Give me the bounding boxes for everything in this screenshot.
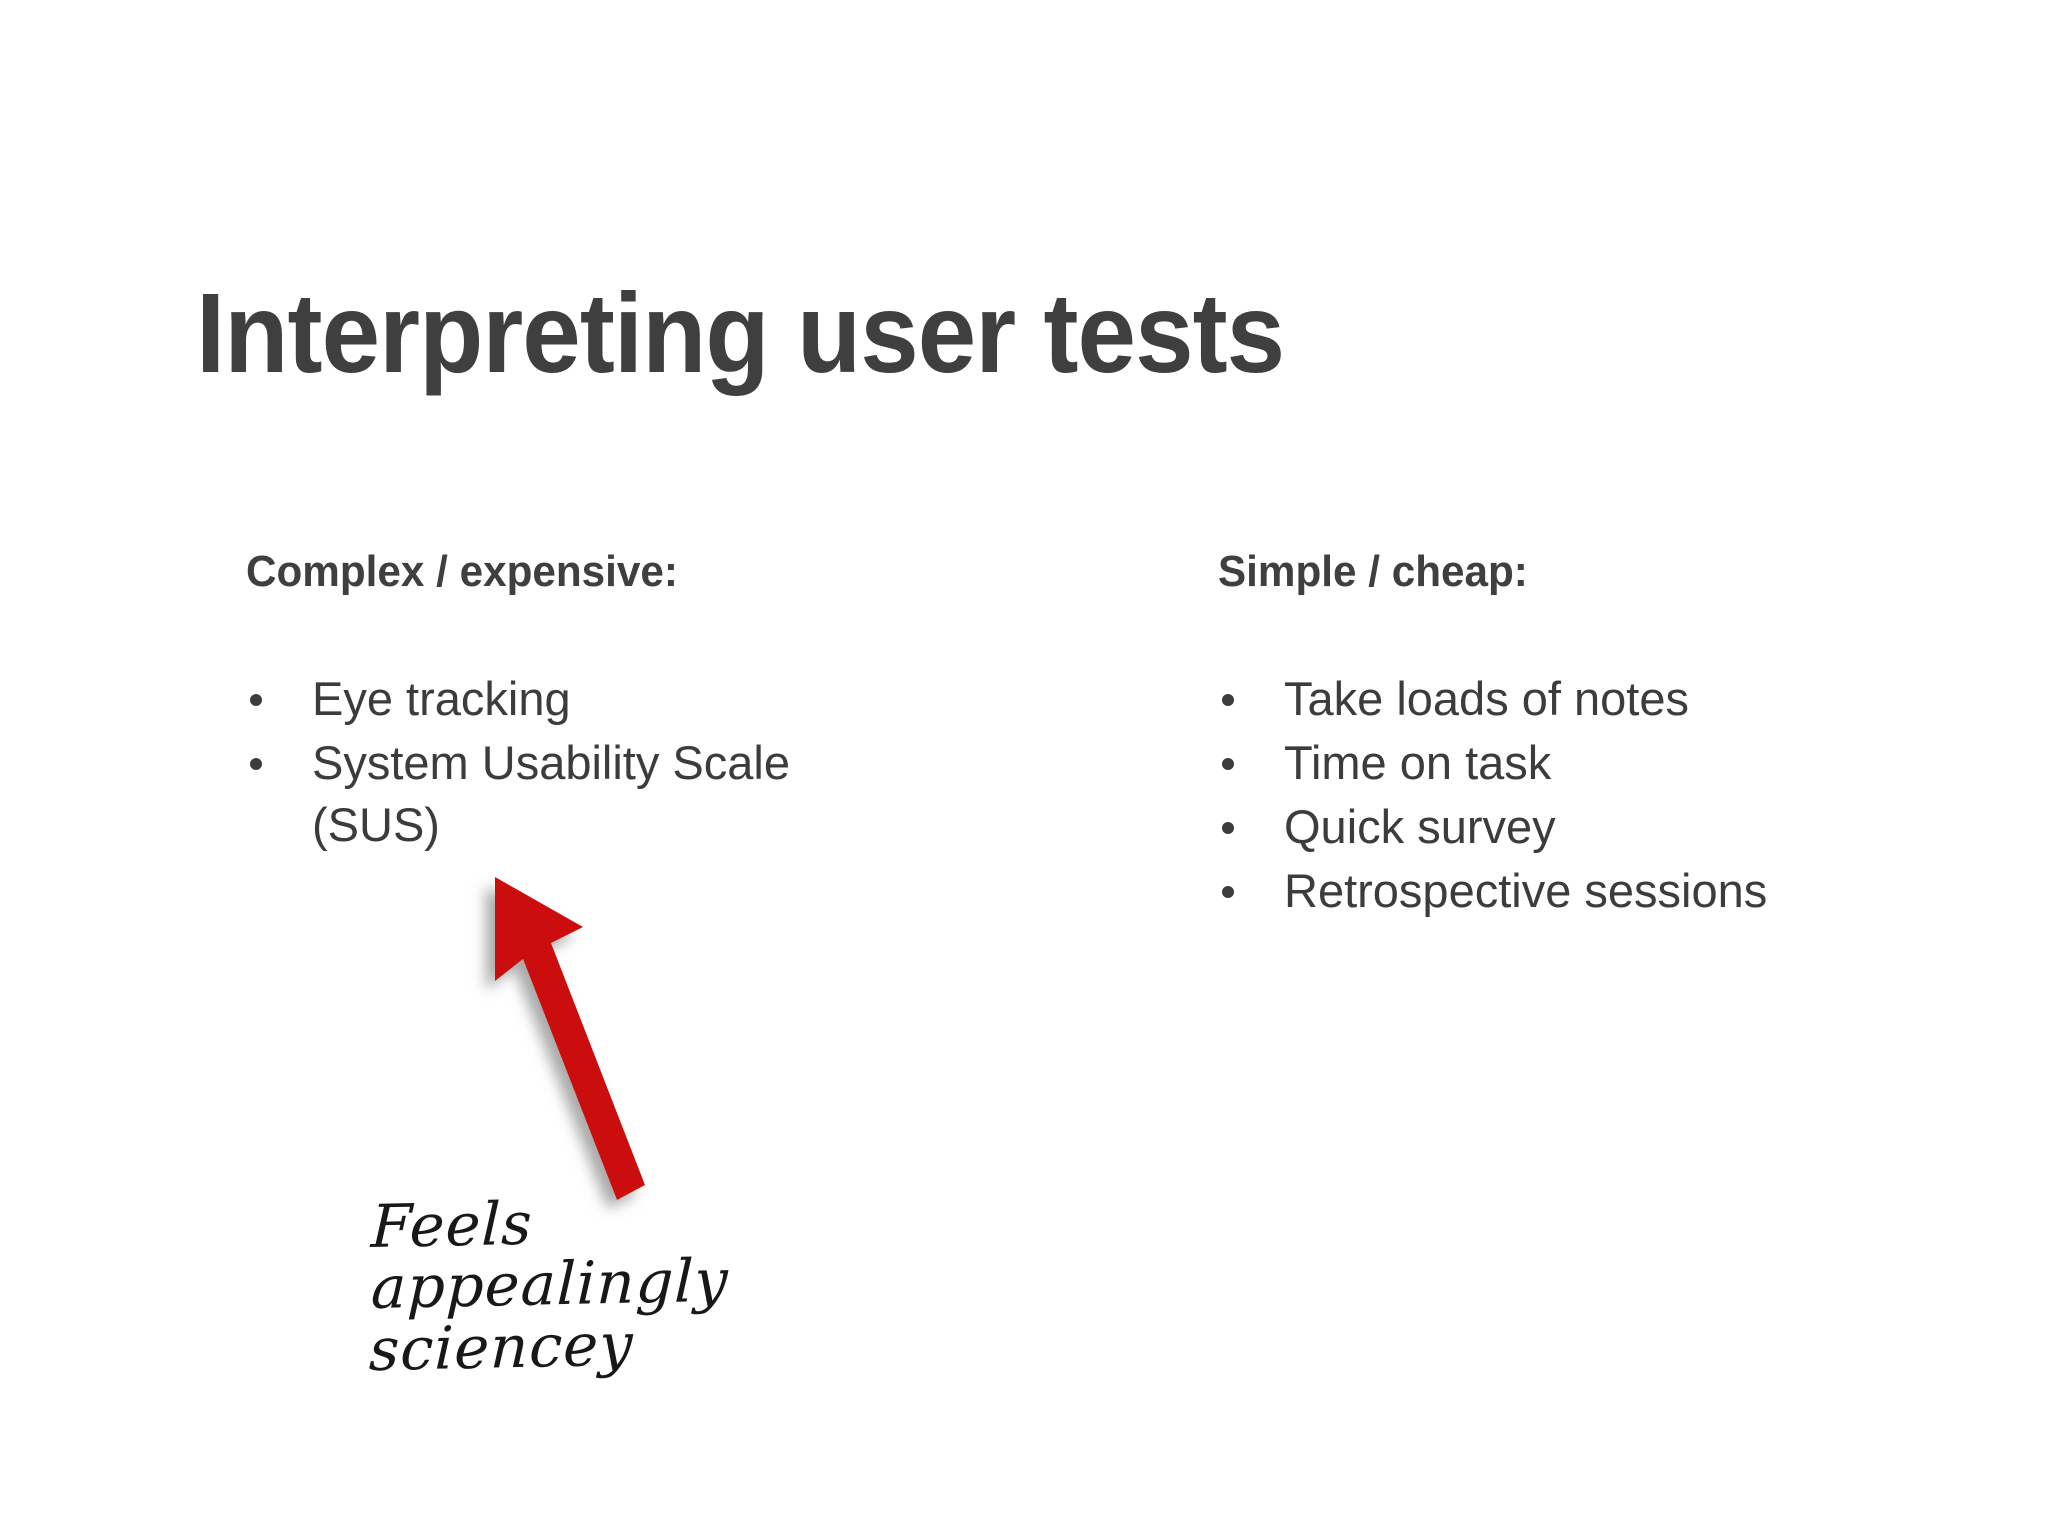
list-item: Retrospective sessions bbox=[1218, 860, 1918, 922]
column-complex-expensive: Complex / expensive: Eye tracking System… bbox=[246, 547, 886, 858]
list-item: Time on task bbox=[1218, 732, 1918, 794]
column-heading-simple-cheap: Simple / cheap: bbox=[1218, 547, 1528, 596]
list-item: Take loads of notes bbox=[1218, 668, 1918, 730]
column-simple-cheap: Simple / cheap: Take loads of notes Time… bbox=[1218, 547, 1918, 925]
handwriting-line-3: sciencey bbox=[368, 1309, 635, 1384]
page-title: Interpreting user tests bbox=[196, 269, 1285, 396]
column-heading-complex-expensive: Complex / expensive: bbox=[246, 547, 678, 596]
list-item: Quick survey bbox=[1218, 796, 1918, 858]
bullet-list-complex-expensive: Eye tracking System Usability Scale (SUS… bbox=[246, 668, 886, 856]
handwritten-annotation: Feels appealingly sciencey bbox=[366, 1188, 731, 1384]
bullet-list-simple-cheap: Take loads of notes Time on task Quick s… bbox=[1218, 668, 1918, 922]
handwriting-line-2: appealingly bbox=[370, 1245, 730, 1323]
list-item: System Usability Scale (SUS) bbox=[246, 732, 886, 856]
red-arrow-icon bbox=[455, 855, 685, 1215]
list-item: Eye tracking bbox=[246, 668, 886, 730]
